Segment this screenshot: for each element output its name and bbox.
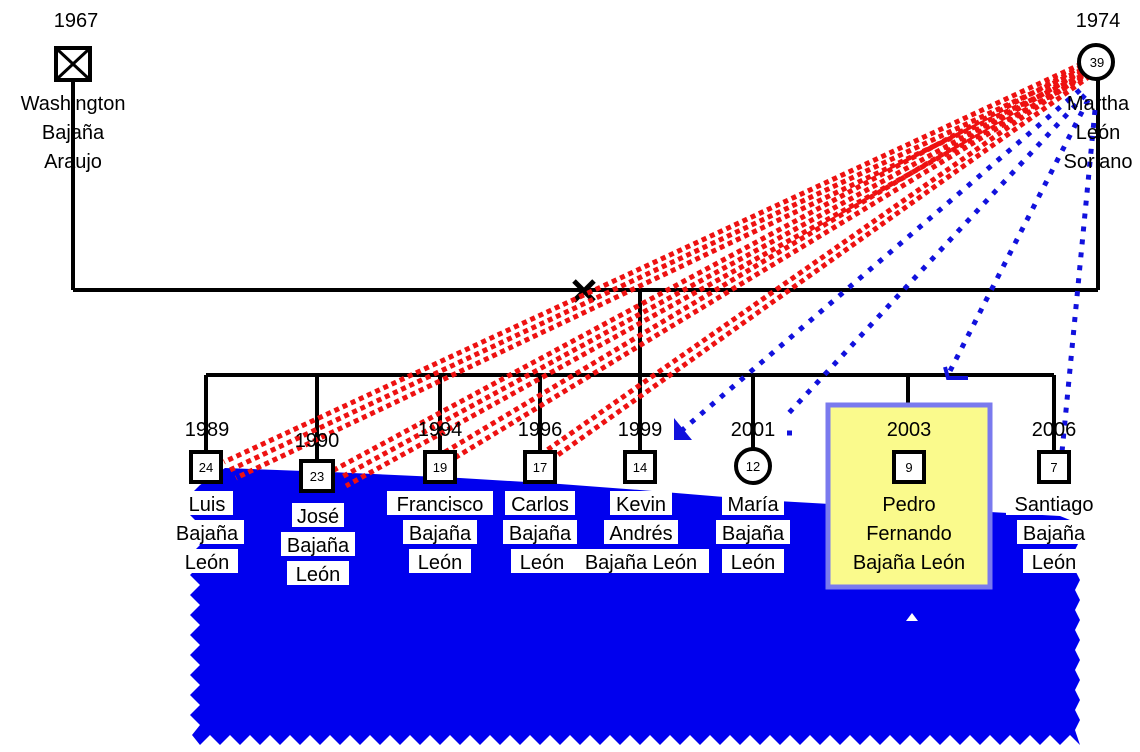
- child-year: 1999: [618, 419, 663, 441]
- child-node-jose[interactable]: 1990 23 José Bajaña León: [281, 430, 355, 586]
- child-name-line-2: Bajaña: [409, 523, 472, 545]
- conflict-relations: [222, 57, 1092, 489]
- mother-age: 39: [1090, 55, 1104, 70]
- child-age: 19: [433, 460, 447, 475]
- child-name-line-1: Pedro: [882, 494, 935, 516]
- zigzag-marker: [906, 613, 918, 621]
- divorce-x-icon: [572, 279, 596, 303]
- child-node-pedro[interactable]: 2003 9 Pedro Fernando Bajaña León: [853, 419, 965, 574]
- child-name-line-2: Andrés: [609, 523, 672, 545]
- highlight-box-pedro[interactable]: [825, 402, 993, 590]
- child-year: 2006: [1032, 419, 1077, 441]
- child-year: 2001: [731, 419, 776, 441]
- male-square-icon: [189, 450, 223, 484]
- child-node-francisco[interactable]: 1994 19 Francisco Bajaña León: [387, 419, 493, 574]
- male-square-icon: [423, 450, 457, 484]
- male-square-icon: [1037, 450, 1071, 484]
- father-node[interactable]: 1967 Washington Bajaña Araujo: [21, 10, 126, 173]
- child-node-kevin[interactable]: 1999 14 Kevin Andrés Bajaña León: [573, 419, 709, 574]
- child-name-line-3: Bajaña León: [853, 552, 965, 574]
- male-square-icon: [523, 450, 557, 484]
- child-age: 23: [310, 469, 324, 484]
- child-name-line-2: Bajaña: [287, 535, 350, 557]
- child-node-santiago[interactable]: 2006 7 Santiago Bajaña León: [1006, 419, 1102, 574]
- distant-relations: [674, 88, 1098, 453]
- child-node-carlos[interactable]: 1996 17 Carlos Bajaña León: [503, 419, 577, 574]
- child-year: 1990: [295, 430, 340, 452]
- child-node-luis[interactable]: 1989 24 Luis Bajaña León: [170, 419, 244, 574]
- child-name-line-2: Bajaña: [722, 523, 785, 545]
- child-name-line-1: María: [727, 494, 779, 516]
- child-year: 1994: [418, 419, 463, 441]
- child-age: 14: [633, 460, 647, 475]
- father-name-line-2: Bajaña: [42, 122, 105, 144]
- child-year: 2003: [887, 419, 932, 441]
- child-node-maria[interactable]: 2001 12 María Bajaña León: [716, 419, 790, 574]
- male-square-icon: [892, 450, 926, 484]
- child-age: 24: [199, 460, 213, 475]
- female-circle-icon: [734, 447, 772, 485]
- child-name-line-3: León: [185, 552, 230, 574]
- child-name-line-3: León: [418, 552, 463, 574]
- father-name-line-3: Araujo: [44, 151, 102, 173]
- father-name-line-1: Washington: [21, 93, 126, 115]
- father-year: 1967: [54, 10, 99, 32]
- child-name-line-2: Bajaña: [176, 523, 239, 545]
- mother-name-line-1: Martha: [1067, 93, 1130, 115]
- child-name-line-3: León: [1032, 552, 1077, 574]
- female-circle-icon: [1077, 43, 1115, 81]
- child-name-line-2: Bajaña: [1023, 523, 1086, 545]
- child-name-line-3: Bajaña León: [585, 552, 697, 574]
- child-year: 1996: [518, 419, 563, 441]
- child-name-line-1: Kevin: [616, 494, 666, 516]
- child-age: 12: [746, 459, 760, 474]
- child-name-line-3: León: [296, 564, 341, 586]
- child-name-line-3: León: [731, 552, 776, 574]
- deceased-male-square-icon: [54, 46, 92, 82]
- child-age: 17: [533, 460, 547, 475]
- child-year: 1989: [185, 419, 230, 441]
- mother-year: 1974: [1076, 10, 1121, 32]
- child-name-line-1: Francisco: [397, 494, 484, 516]
- child-name-line-1: Carlos: [511, 494, 569, 516]
- male-square-icon: [623, 450, 657, 484]
- male-square-icon: [299, 459, 335, 493]
- mother-name-line-2: León: [1076, 122, 1121, 144]
- mother-name-line-3: Soriano: [1064, 151, 1133, 173]
- child-name-line-1: Santiago: [1015, 494, 1094, 516]
- child-name-line-1: José: [297, 506, 339, 528]
- child-name-line-1: Luis: [189, 494, 226, 516]
- child-age: 7: [1050, 460, 1057, 475]
- child-name-line-2: Fernando: [866, 523, 952, 545]
- child-name-line-2: Bajaña: [509, 523, 572, 545]
- mother-node[interactable]: 1974 39 Martha León Soriano: [1064, 10, 1133, 173]
- child-name-line-3: León: [520, 552, 565, 574]
- child-age: 9: [905, 460, 912, 475]
